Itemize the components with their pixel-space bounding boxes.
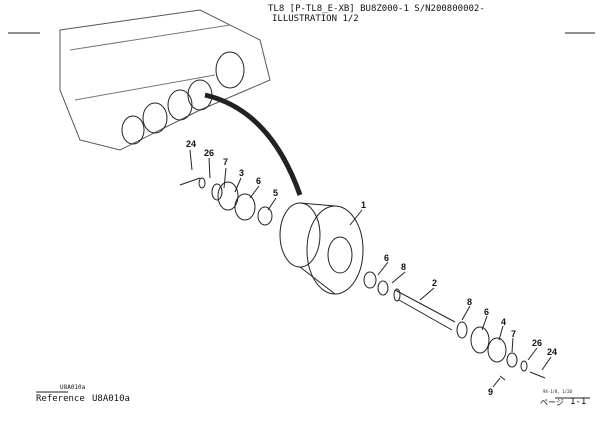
callout-4: 4 [501, 317, 507, 327]
reference-label: Reference [36, 394, 85, 404]
callout-6c: 6 [484, 307, 490, 317]
callout-1: 1 [361, 200, 367, 210]
page-number: 1-1 [570, 397, 587, 407]
reference-value: U8A010a [92, 394, 130, 404]
header-title: TL8 [P-TL8_E-XB] BU8Z000-1 S/N200800002- [268, 4, 485, 14]
callout-26b: 26 [532, 338, 543, 348]
callout-8b: 8 [467, 297, 473, 307]
callout-6b: 6 [384, 253, 390, 263]
reference-code-small: U8A010a [60, 384, 86, 391]
callout-5: 5 [273, 188, 279, 198]
callout-24: 24 [186, 139, 197, 149]
callout-9: 9 [488, 387, 494, 397]
page-label: ページ [540, 398, 564, 407]
callout-24b: 24 [547, 347, 558, 357]
callout-2: 2 [432, 278, 438, 288]
illustration-label: ILLUSTRATION 1/2 [272, 14, 359, 24]
track-roller-group [121, 51, 245, 145]
page-code-small: 94-1/8, 1/20 [543, 389, 572, 394]
callout-3: 3 [239, 168, 245, 178]
callout-7: 7 [223, 157, 229, 167]
callout-8: 8 [401, 262, 407, 272]
callout-7b: 7 [511, 329, 517, 339]
callout-6: 6 [256, 176, 262, 186]
callout-26: 26 [204, 148, 215, 158]
